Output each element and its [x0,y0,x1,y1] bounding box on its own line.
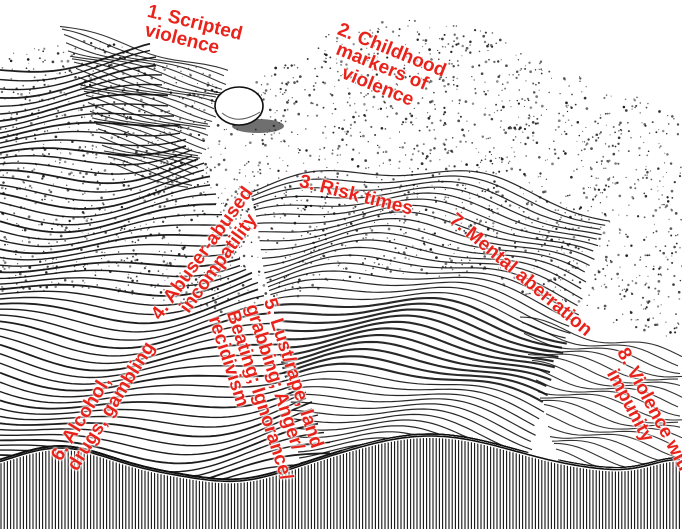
boulder [215,87,284,133]
